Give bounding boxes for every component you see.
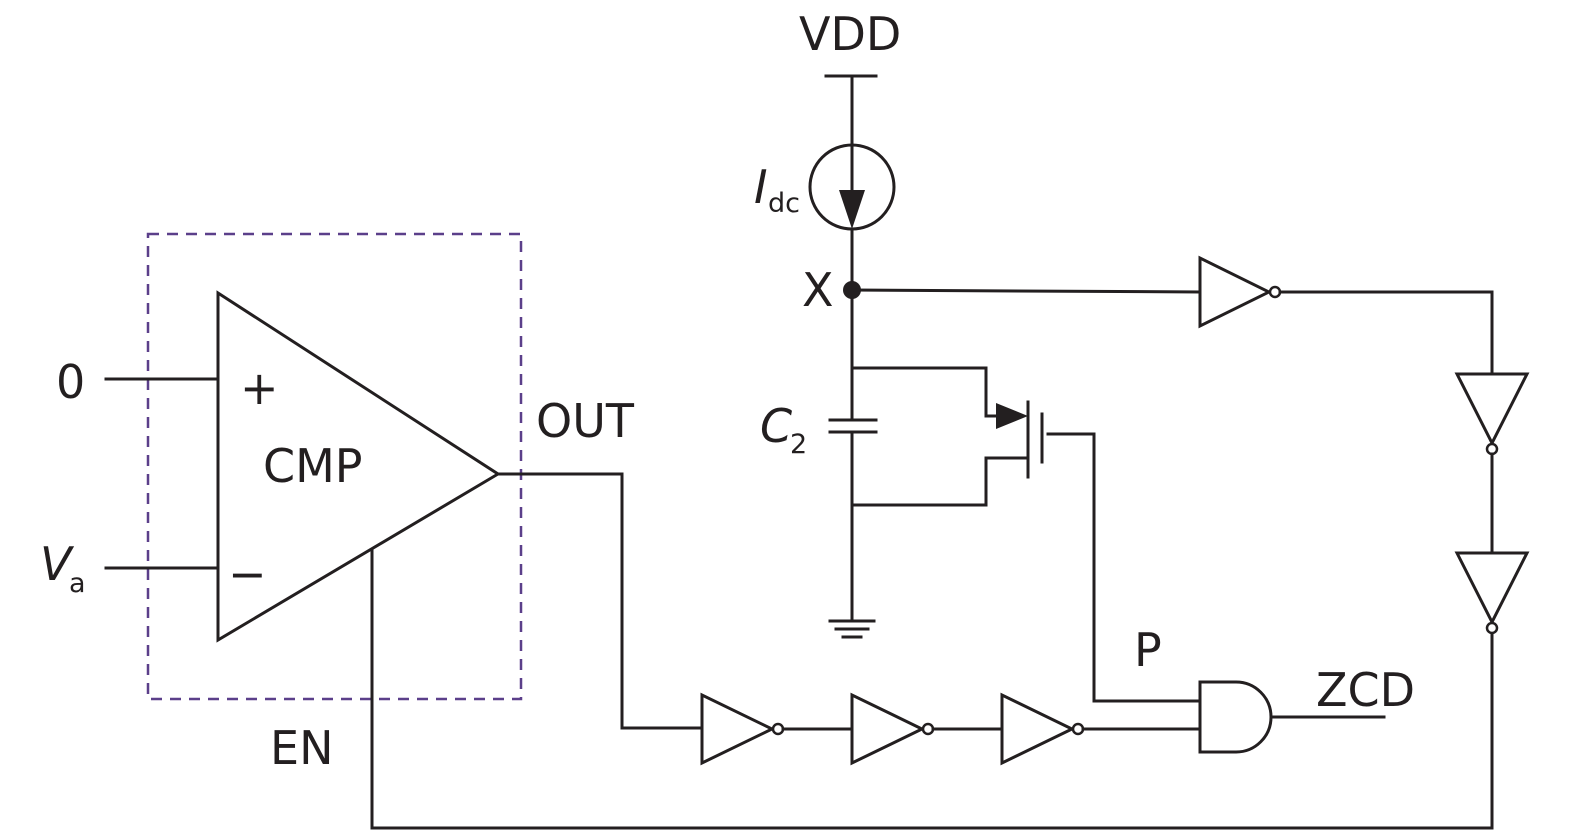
ground-symbol	[828, 619, 876, 639]
inverter-v1	[1454, 372, 1530, 456]
and-gate	[1198, 680, 1273, 754]
minus-sign: −	[228, 547, 267, 601]
p-label: P	[1134, 623, 1162, 677]
comparator-label: CMP	[263, 439, 363, 493]
out-label: OUT	[536, 394, 635, 448]
c2-label: C 2	[760, 399, 807, 460]
inverter-3	[1000, 692, 1085, 766]
comparator	[216, 290, 501, 643]
capacitor	[828, 418, 878, 434]
va-label: V a	[40, 537, 86, 599]
wire-out	[496, 472, 704, 730]
idc-label-main: I	[754, 160, 768, 214]
comparator-triangle	[216, 290, 501, 643]
c2-label-main: C	[760, 399, 792, 453]
wire-invx-vertical	[1278, 290, 1494, 376]
wire-node-x-inverter	[850, 288, 1202, 294]
wire-p	[1046, 432, 1202, 703]
c2-label-sub: 2	[790, 429, 807, 460]
en-label: EN	[270, 721, 333, 775]
inverter-x	[1198, 255, 1282, 329]
node-x-label: X	[802, 263, 834, 317]
zcd-label: ZCD	[1316, 663, 1415, 717]
va-label-sub: a	[69, 568, 86, 599]
wire-en-feedback	[370, 548, 1494, 830]
plus-sign: +	[240, 361, 279, 415]
idc-label: I dc	[754, 160, 800, 219]
inverter-1	[700, 692, 785, 766]
input-zero-label: 0	[56, 355, 85, 409]
vdd-label: VDD	[799, 7, 901, 61]
va-label-main: V	[40, 537, 75, 591]
current-source	[808, 143, 896, 231]
inverter-v2	[1454, 551, 1530, 635]
inverter-2	[850, 692, 935, 766]
idc-label-sub: dc	[768, 188, 800, 219]
pmos-transistor	[850, 366, 1044, 507]
